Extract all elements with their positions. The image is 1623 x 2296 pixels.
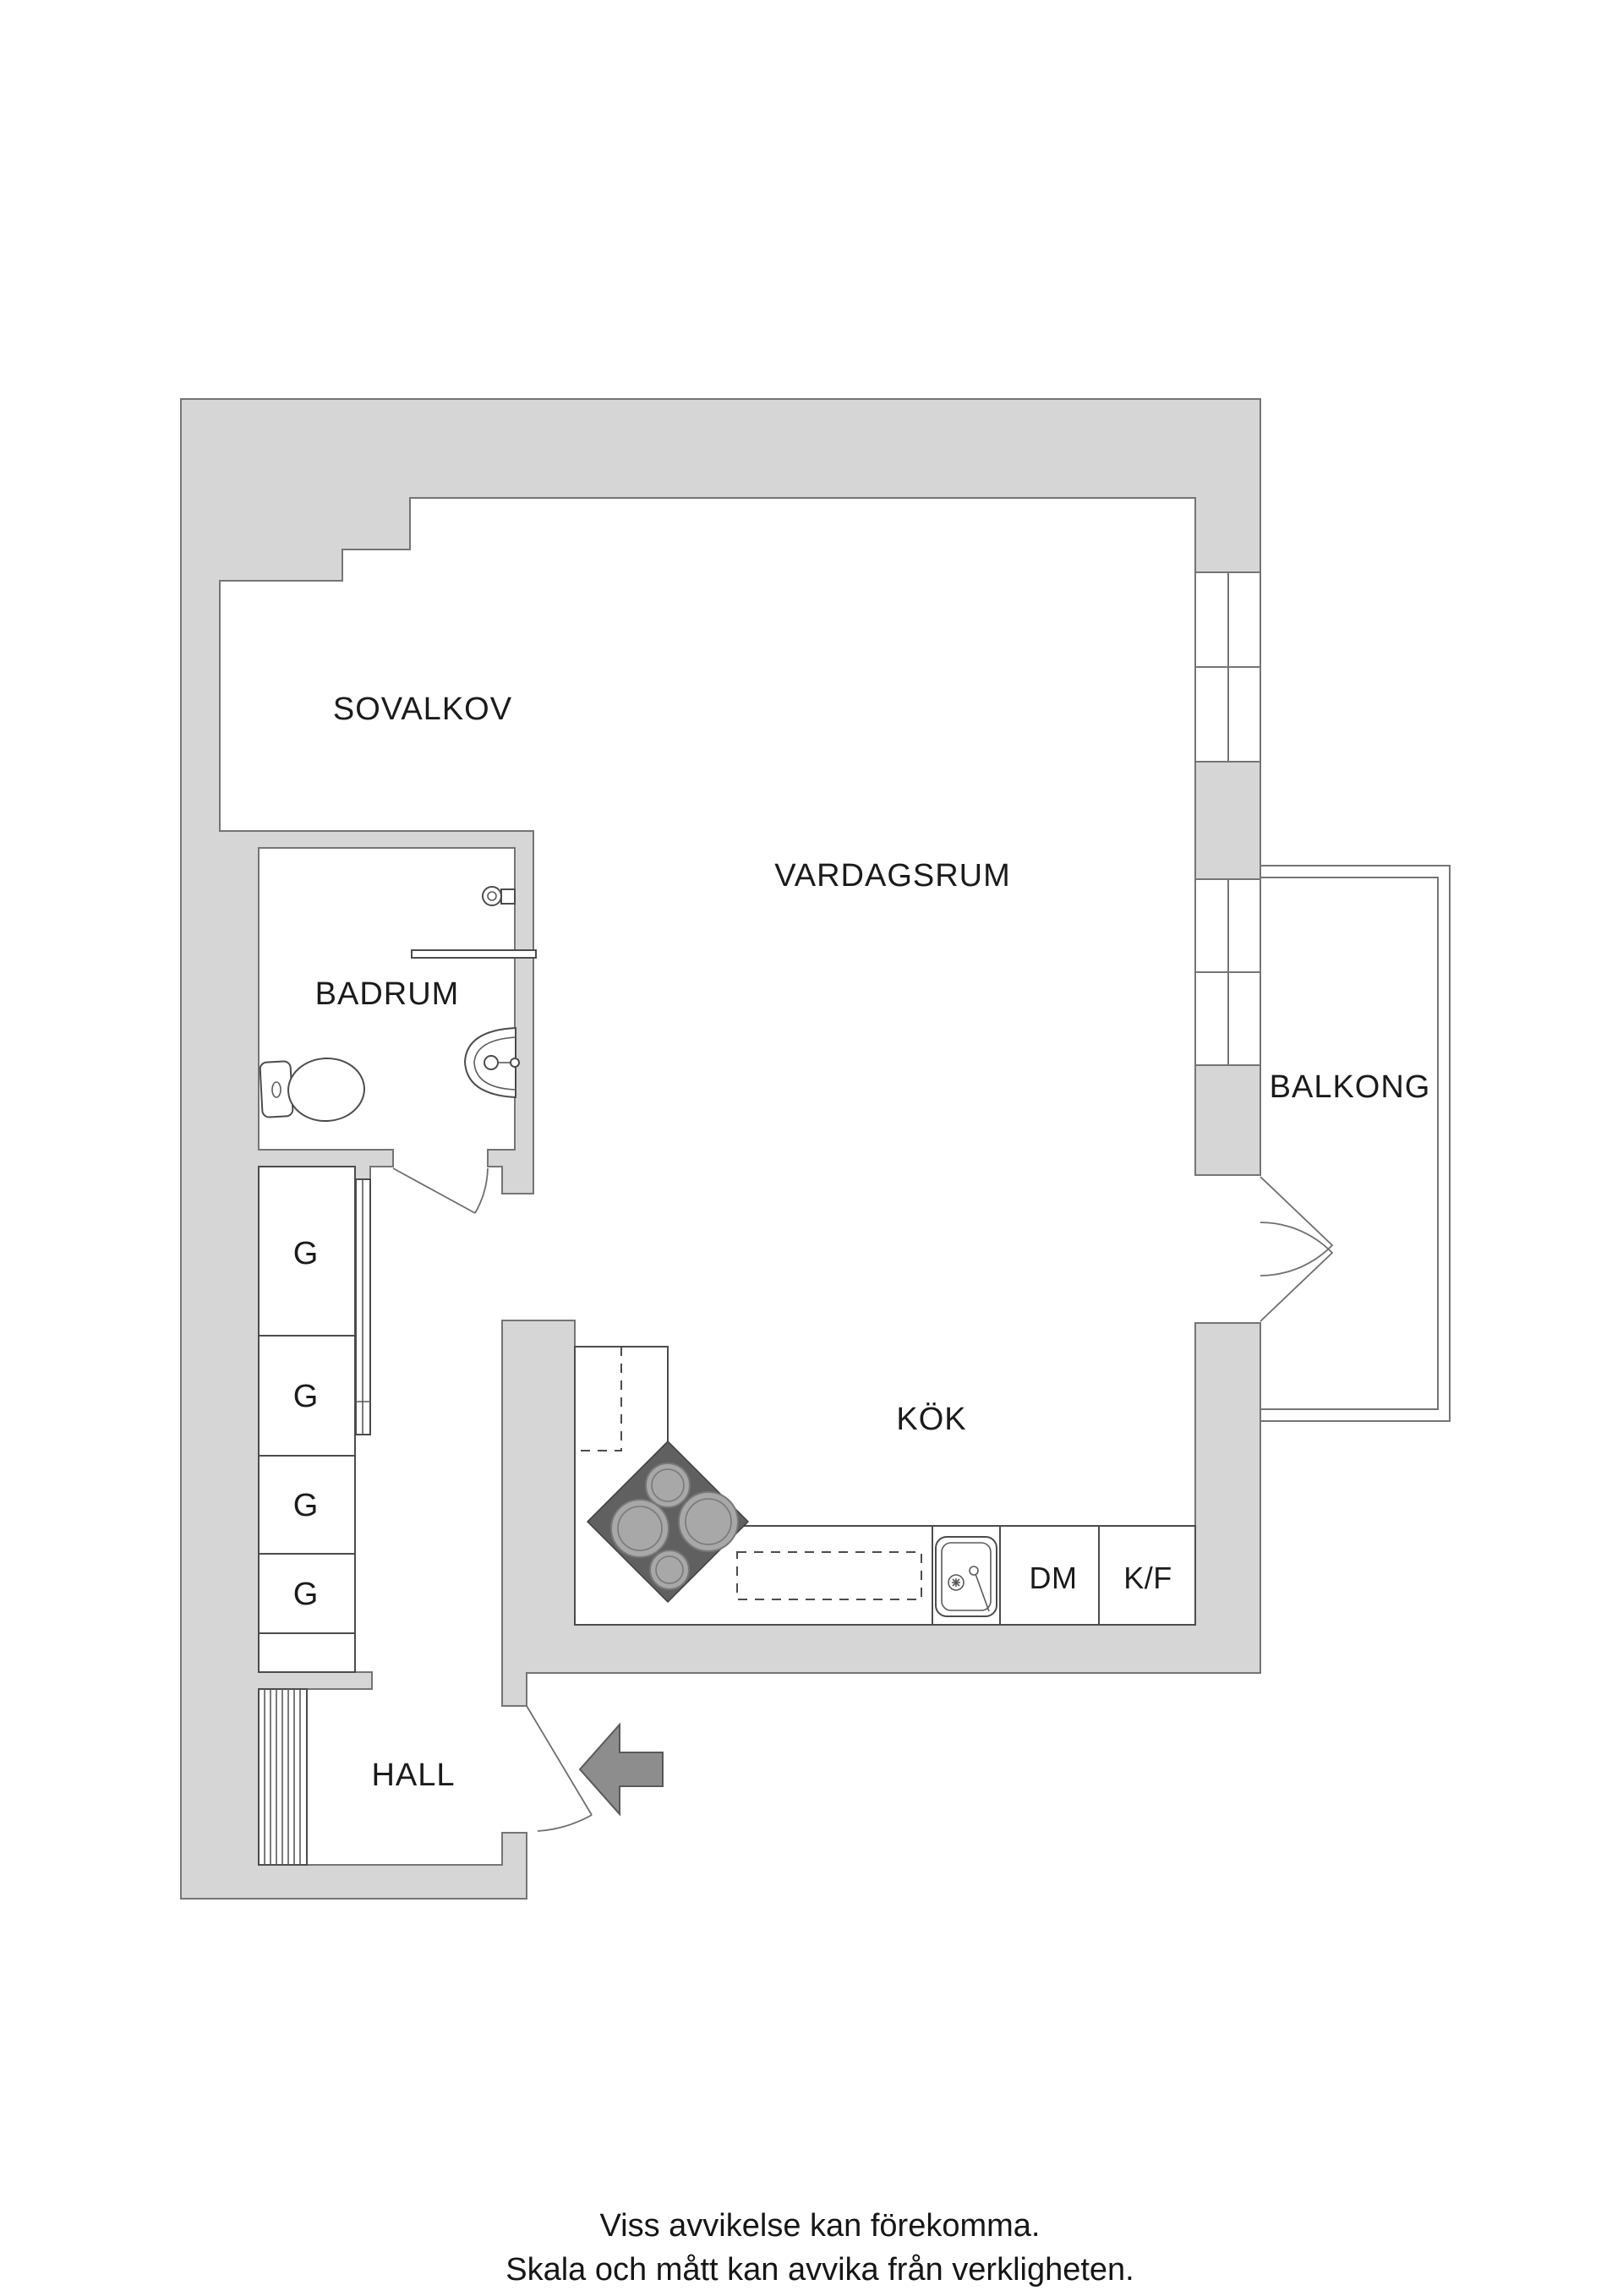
wardrobe-cell <box>258 1166 356 1337</box>
wardrobe-cell <box>258 1553 356 1634</box>
door-swing-icon <box>1260 1176 1334 1276</box>
kitchen-counter <box>574 1346 1196 1626</box>
room-label-balkong: BALKONG <box>1270 1069 1431 1105</box>
disclaimer-line-2: Skala och mått kan avvika från verklighe… <box>505 2252 1134 2288</box>
wardrobe-label: G <box>293 1236 320 1271</box>
appliance-dashed-outline <box>575 1347 622 1451</box>
kitchen-sink-icon <box>935 1536 997 1617</box>
wardrobe-label: G <box>293 1488 320 1523</box>
balcony-door <box>1194 1174 1334 1324</box>
radiator-icon <box>258 1688 308 1866</box>
bathroom-sink-icon <box>463 1026 520 1099</box>
wardrobe-label: G <box>293 1379 320 1414</box>
bathroom-door <box>392 1167 489 1214</box>
balcony <box>1260 865 1451 1422</box>
appliance-dashed-outline <box>736 1551 922 1600</box>
toilet-icon <box>259 1057 365 1123</box>
shower-screen-icon <box>411 949 537 959</box>
wardrobes <box>258 1166 371 1673</box>
balcony-railing-icon <box>1260 877 1439 1410</box>
wardrobe-label: G <box>293 1577 320 1612</box>
window-group-upper <box>1194 571 1261 763</box>
room-label-kok: KÖK <box>896 1402 966 1437</box>
room-label-badrum: BADRUM <box>315 976 460 1012</box>
disclaimer-line-1: Viss avvikelse kan förekomma. <box>600 2208 1041 2244</box>
door-swing-icon <box>1260 1222 1334 1322</box>
shower-head-icon <box>482 886 516 906</box>
door-swing-icon <box>537 1814 593 1832</box>
dishwasher-label: DM <box>1030 1561 1078 1595</box>
stove-icon <box>586 1440 750 1604</box>
wall-mass <box>180 398 1261 1900</box>
entry-arrow-icon <box>578 1722 664 1817</box>
wardrobe-cell <box>258 1632 356 1673</box>
wardrobe-cell <box>258 1455 356 1555</box>
door-leaf <box>526 1705 593 1816</box>
room-label-sovalkov: SOVALKOV <box>333 692 512 727</box>
room-label-hall: HALL <box>371 1758 455 1793</box>
wardrobe-cell <box>258 1335 356 1457</box>
door-leaf <box>392 1167 476 1214</box>
fridge-freezer-label: K/F <box>1123 1561 1172 1595</box>
balcony-railing-icon <box>1260 865 1451 1422</box>
entrance-door <box>501 1705 593 1834</box>
room-label-vardagsrum: VARDAGSRUM <box>774 858 1011 894</box>
window-group-lower <box>1194 878 1261 1066</box>
door-swing-icon <box>474 1167 489 1214</box>
